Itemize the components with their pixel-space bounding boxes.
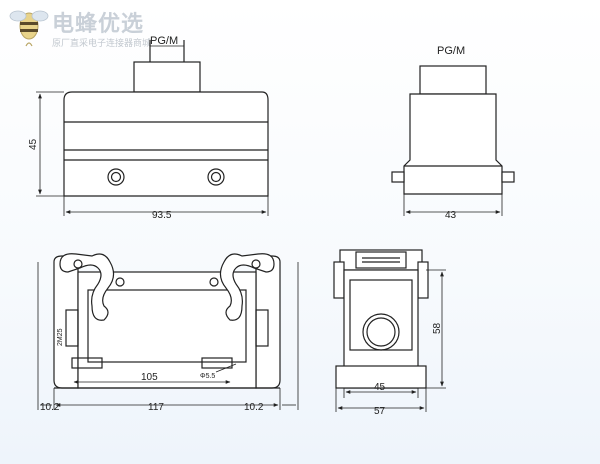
bee-icon — [9, 10, 49, 47]
side-width-label: 43 — [445, 210, 457, 221]
left-offset-label: 10.2 — [40, 402, 60, 413]
front-height-dimension — [36, 91, 64, 197]
watermark-title: 电蜂优选 — [52, 12, 145, 37]
screw-label: 2M25 — [57, 328, 64, 346]
hole-leader — [215, 363, 237, 373]
front-width-dimension — [63, 196, 269, 216]
overall-dimension — [37, 262, 299, 410]
hole-spacing-label: 105 — [141, 372, 158, 383]
side-width-dimension — [403, 194, 503, 216]
housing-inner-width-dimension — [343, 388, 419, 398]
housing-outer-width-label: 57 — [374, 406, 386, 417]
overall-label: 117 — [148, 402, 164, 413]
front-view — [63, 40, 269, 197]
side-view — [391, 65, 515, 195]
front-height-label: 45 — [28, 138, 39, 150]
watermark-subtitle: 原厂直采电子连接器商城 — [52, 38, 152, 48]
housing-side-view — [333, 249, 429, 389]
watermark-logo — [6, 6, 156, 50]
housing-height-dimension — [426, 269, 446, 389]
side-thread-label: PG/M — [437, 45, 465, 57]
housing-height-label: 58 — [432, 322, 443, 334]
housing-inner-width-label: 45 — [374, 382, 386, 393]
housing-outer-width-dimension — [335, 388, 427, 412]
housing-front-view — [53, 253, 281, 389]
front-thread-label: PG/M — [150, 35, 178, 47]
hole-label: Φ5.5 — [200, 373, 215, 380]
right-offset-label: 10.2 — [244, 402, 264, 413]
front-width-label: 93.5 — [152, 210, 172, 221]
